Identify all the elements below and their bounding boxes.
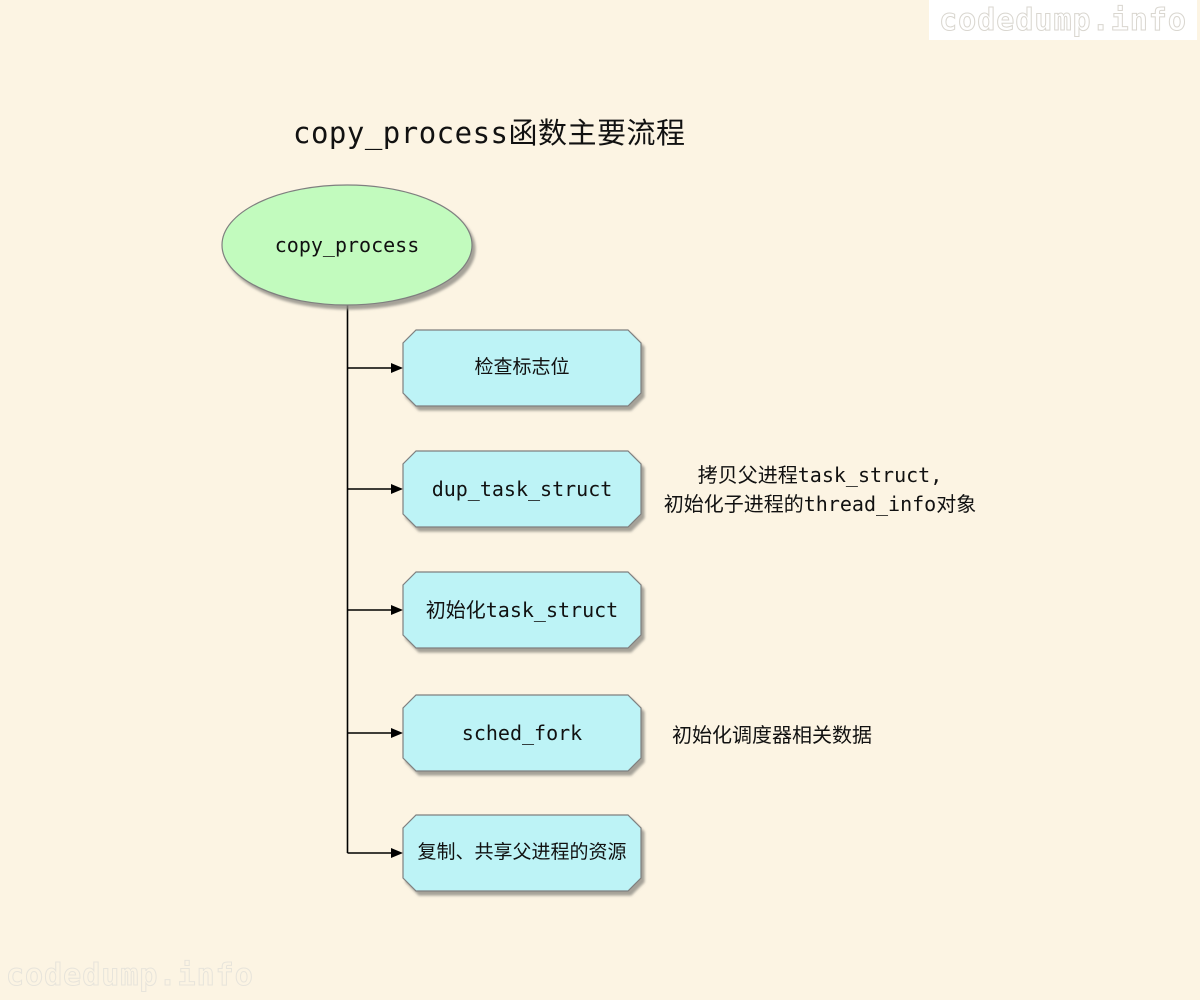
step-box-shape-4 <box>402 694 642 772</box>
step-box-shapes <box>402 329 642 892</box>
step-box-shape-3 <box>402 571 642 649</box>
arrowheads <box>391 363 403 858</box>
page-title: copy_process函数主要流程 <box>293 116 686 150</box>
step-label-init-task-struct: 初始化task_struct <box>425 597 619 622</box>
arrowhead-icon <box>391 605 403 615</box>
step-label-copy-share-resources: 复制、共享父进程的资源 <box>417 841 627 864</box>
step-label-check-flags: 检查标志位 <box>474 356 570 379</box>
root-node-shape <box>221 184 473 306</box>
watermark-top-right: codedump.info <box>939 2 1187 38</box>
step-box-shape-2 <box>402 450 642 528</box>
annotation-dup-task-struct: 拷贝父进程task_struct, 初始化子进程的thread_info对象 <box>663 463 977 516</box>
branch-connectors <box>347 367 392 854</box>
annotation-sched-fork: 初始化调度器相关数据 <box>672 723 872 747</box>
watermark-bottom-left: codedump.info <box>6 958 254 994</box>
step-box-shape-1 <box>402 329 642 407</box>
arrowhead-icon <box>391 484 403 494</box>
arrowhead-icon <box>391 363 403 373</box>
arrowhead-icon <box>391 728 403 738</box>
watermark-band: codedump.info <box>929 0 1197 40</box>
arrowhead-icon <box>391 848 403 858</box>
step-label-sched-fork: sched_fork <box>461 720 583 745</box>
step-label-dup-task-struct: dup_task_struct <box>431 476 613 501</box>
step-box-shape-5 <box>402 814 642 892</box>
root-node-label: copy_process <box>274 233 420 257</box>
